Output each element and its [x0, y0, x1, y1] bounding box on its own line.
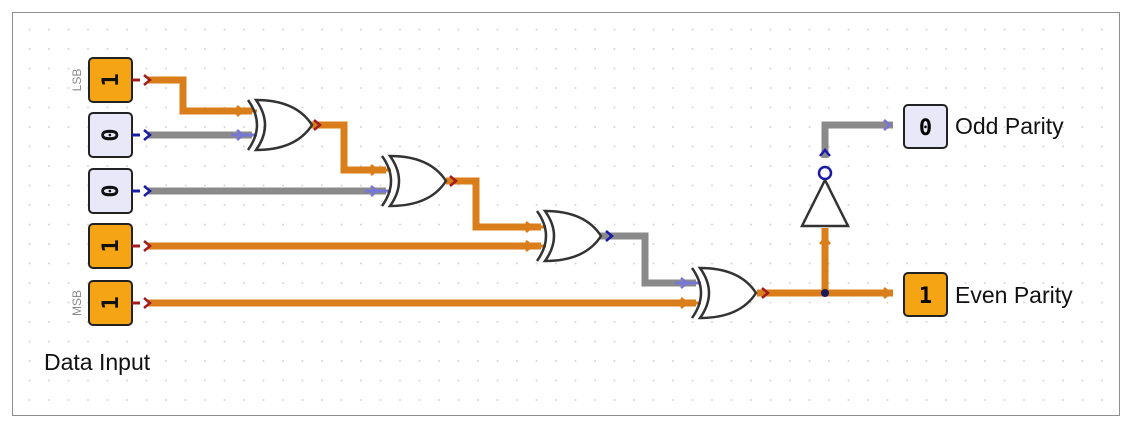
input-arrow-5 — [143, 297, 152, 309]
even-in-arrow — [883, 287, 892, 299]
wire-in1-xor1 — [148, 76, 252, 115]
not-in-arrow — [819, 236, 831, 245]
input-toggle-2[interactable]: 0 — [88, 112, 140, 158]
xor1-out-arrow — [313, 119, 322, 131]
odd-parity-lamp — [903, 104, 948, 149]
gate-input-arrow-4 — [370, 185, 379, 197]
input-value: 1 — [99, 296, 124, 309]
xor3-out-arrow — [605, 230, 614, 242]
wire-xor3-xor4 — [600, 232, 696, 287]
input-arrow-2 — [143, 129, 152, 141]
data-input-caption: Data Input — [44, 349, 151, 375]
odd-parity-output: 0 Odd Parity — [903, 104, 1064, 149]
gate-input-arrow-8 — [680, 297, 689, 309]
input-toggle-5[interactable]: 1 MSB — [70, 280, 140, 326]
even-parity-label: Even Parity — [955, 282, 1073, 308]
xor-gate-2-icon — [380, 154, 448, 208]
input-arrow-4 — [143, 240, 152, 252]
xor-gate-3-icon — [535, 209, 603, 263]
input-side-label: LSB — [70, 69, 84, 92]
input-side-label: MSB — [70, 290, 84, 316]
gate-input-arrow-5 — [525, 221, 534, 233]
even-parity-value: 1 — [919, 284, 932, 309]
even-parity-output: 1 Even Parity — [903, 272, 1073, 317]
odd-parity-label: Odd Parity — [955, 113, 1064, 139]
input-value: 0 — [99, 128, 124, 141]
odd-parity-value: 0 — [919, 116, 932, 141]
not-out-arrow — [819, 148, 831, 157]
xor-gate-4-icon — [690, 266, 758, 320]
even-parity-lamp — [903, 272, 948, 317]
input-toggle-1[interactable]: 1 LSB — [70, 57, 140, 103]
xor4-out-arrow — [761, 287, 770, 299]
junction-dot — [821, 289, 829, 297]
gate-input-arrow-1 — [236, 105, 245, 117]
gate-input-arrow-3 — [370, 164, 379, 176]
gate-input-arrow-6 — [525, 240, 534, 252]
gates — [246, 98, 851, 320]
input-arrow-1 — [143, 74, 152, 86]
input-value: 0 — [99, 184, 124, 197]
odd-in-arrow — [883, 119, 892, 131]
xor-gate-1-icon — [246, 98, 314, 152]
wire-not-odd — [821, 121, 893, 158]
input-value: 1 — [99, 73, 124, 86]
xor2-out-arrow — [449, 175, 458, 187]
input-arrow-3 — [143, 185, 152, 197]
outputs: 0 Odd Parity 1 Even Parity — [903, 104, 1073, 317]
gate-input-arrow-7 — [680, 277, 689, 289]
input-toggle-4[interactable]: 1 — [88, 223, 140, 269]
wire-xor2-xor3 — [446, 177, 541, 231]
pins — [143, 74, 892, 309]
input-toggle-3[interactable]: 0 — [88, 168, 140, 214]
not-gate-icon — [799, 165, 851, 228]
input-value: 1 — [99, 239, 124, 252]
gate-input-arrow-2 — [236, 129, 245, 141]
